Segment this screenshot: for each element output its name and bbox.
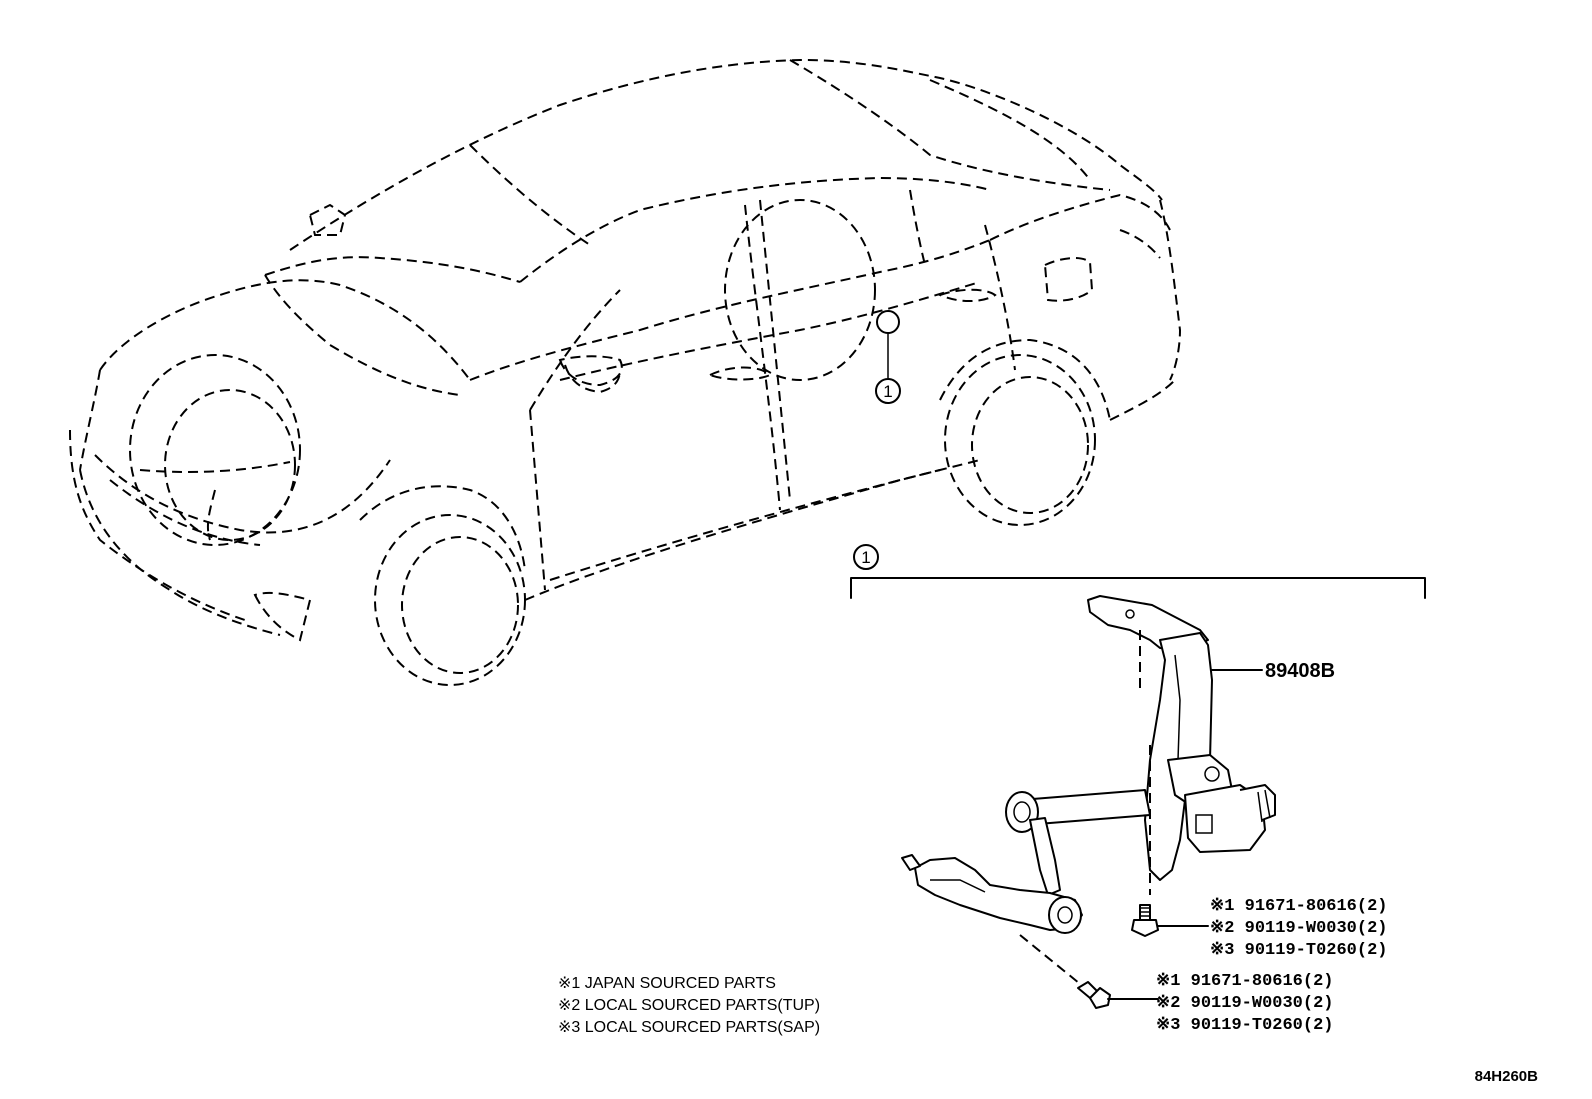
install-line-lower	[1019, 934, 1091, 993]
fastener-part: 90119-W0030(2)	[1191, 994, 1334, 1013]
svg-text:※2 90119-W0030(2): ※2 90119-W0030(2)	[1210, 919, 1387, 938]
callout-ref-on-car-text: 1	[883, 382, 892, 401]
detail-callout-text: 1	[861, 548, 870, 567]
svg-text:※3 90119-T0260(2): ※3 90119-T0260(2)	[1210, 941, 1387, 960]
legend-item: ※1 JAPAN SOURCED PARTS	[558, 975, 776, 992]
legend-item: ※3 LOCAL SOURCED PARTS(SAP)	[558, 1019, 820, 1036]
main-part-number: 89408B	[1265, 660, 1335, 682]
fastener-mark: ※3	[1156, 1016, 1180, 1035]
fastener-mark: ※1	[1156, 972, 1180, 991]
legend-item: ※2 LOCAL SOURCED PARTS(TUP)	[558, 997, 820, 1014]
detail-callout: 1	[853, 544, 879, 570]
svg-text:※1 91671-80616(2): ※1 91671-80616(2)	[1156, 972, 1333, 991]
fastener-part: 90119-W0030(2)	[1245, 919, 1388, 938]
bolt-lower-icon	[1077, 981, 1111, 1009]
bolt-upper-icon	[1131, 904, 1159, 937]
fastener-mark: ※1	[1210, 897, 1234, 916]
fastener-part: 90119-T0260(2)	[1191, 1016, 1334, 1035]
vehicle-outline	[69, 58, 1182, 686]
fastener-mark: ※2	[1156, 994, 1180, 1013]
fastener-part: 90119-T0260(2)	[1245, 941, 1388, 960]
fastener-part: 91671-80616(2)	[1245, 897, 1388, 916]
fastener-group-lower: ※1 91671-80616(2) ※2 90119-W0030(2) ※3 9…	[1156, 972, 1333, 1035]
fastener-group-upper: ※1 91671-80616(2) ※2 90119-W0030(2) ※3 9…	[1210, 897, 1387, 960]
fastener-part: 91671-80616(2)	[1191, 972, 1334, 991]
height-control-sensor	[901, 595, 1276, 934]
fastener-mark: ※3	[1210, 941, 1234, 960]
svg-text:※2 90119-W0030(2): ※2 90119-W0030(2)	[1156, 994, 1333, 1013]
svg-text:※3 90119-T0260(2): ※3 90119-T0260(2)	[1156, 1016, 1333, 1035]
group-bracket	[850, 577, 1426, 599]
fastener-mark: ※2	[1210, 919, 1234, 938]
sourcing-legend: ※1 JAPAN SOURCED PARTS ※2 LOCAL SOURCED …	[558, 975, 820, 1036]
callout-ref-on-car: 1	[875, 378, 901, 404]
svg-text:※1 91671-80616(2): ※1 91671-80616(2)	[1210, 897, 1387, 916]
location-marker	[876, 310, 900, 334]
diagram-code: 84H260B	[1475, 1068, 1539, 1085]
